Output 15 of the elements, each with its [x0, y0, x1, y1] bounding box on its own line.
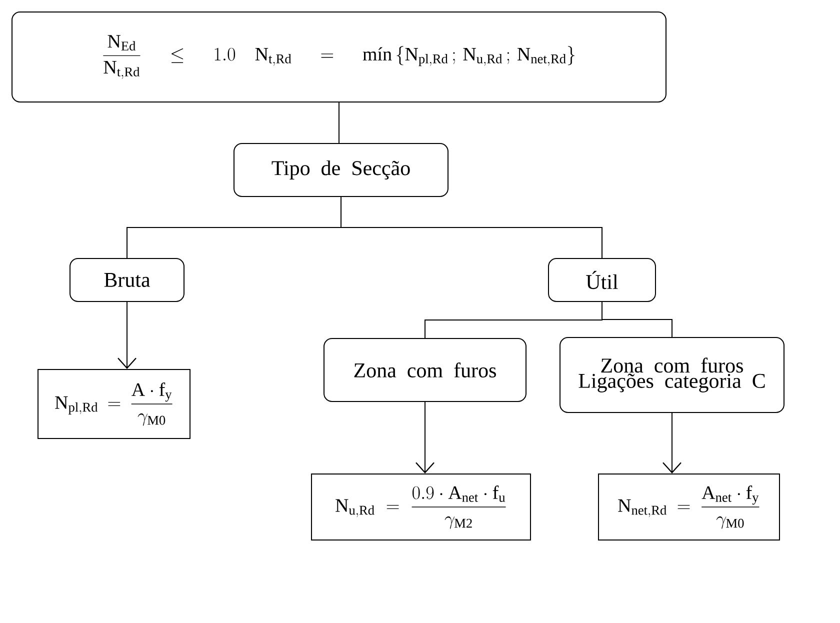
formula-box: $\mathrm{N_{u,Rd}} = \frac{0.9\cdot\mathrm{A_{net}}\cdot\mathrm{f_u}}{\gamma_{\mathrm{M2}}}$: [311, 474, 531, 540]
process-box: Bruta: [70, 258, 184, 302]
formula-box: $\mathrm{N_{pl,Rd}} = \frac{\mathrm{A}\cdot\mathrm{f_y}}{\gamma_{\mathrm{M0}}}$: [38, 369, 190, 439]
process-box: Zona com furos: [324, 338, 526, 402]
process-box: Zona com furos Ligações categoria C: [560, 337, 784, 413]
formula-box: $\frac{\mathrm{N_{Ed}}}{\mathrm{N_{t,Rd}}} \leq 1.0 \quad \mathrm{N_{t,Rd}} = \text{mín}\left\{\mathrm{N_{pl,Rd}}\,;\,\mathrm{N_{u,Rd}}\,;\,\mathrm{N_{net,Rd}}\right\}$: [12, 12, 666, 102]
connector-line: [340, 196, 602, 258]
connector-line: [602, 302, 672, 338]
arrow: [662, 412, 682, 474]
process-box: Útil: [548, 258, 656, 302]
connector-line: [338, 102, 340, 144]
arrow: [118, 302, 136, 369]
formula-box: $\mathrm{N_{net,Rd}} = \frac{\mathrm{A_{net}}\cdot\mathrm{f_y}}{\gamma_{\mathrm{M0}}}$: [598, 474, 780, 540]
process-box: Tipo de Secção: [234, 143, 448, 197]
arrow: [416, 402, 434, 474]
